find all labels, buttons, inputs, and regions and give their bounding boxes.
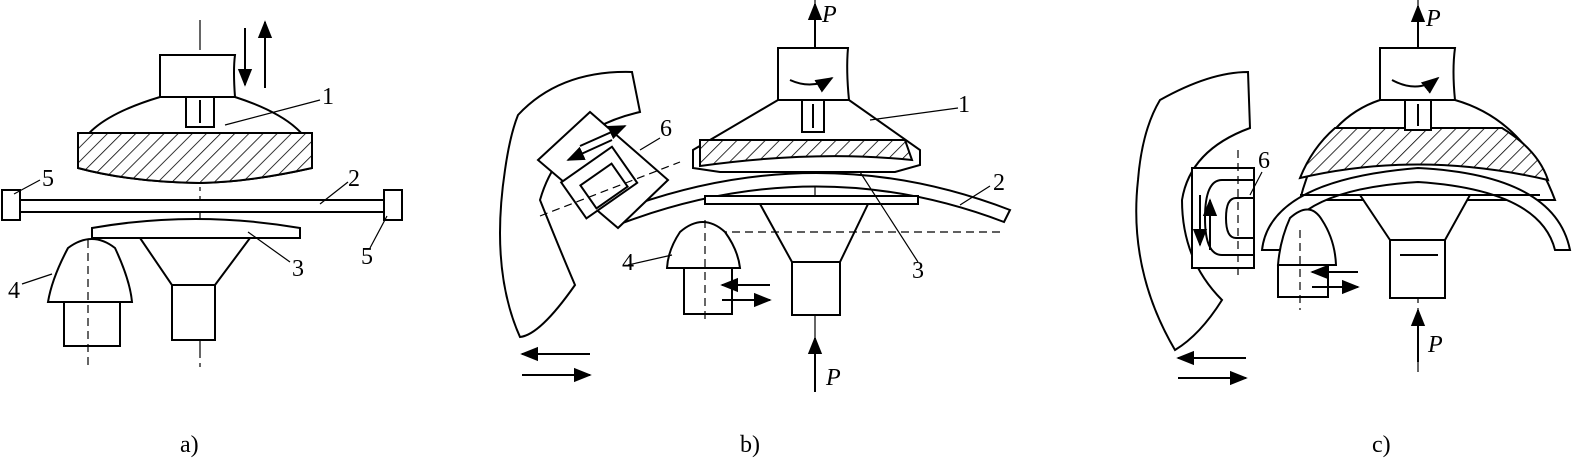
label-5-a-right: 5 bbox=[361, 244, 373, 270]
label-1-b: 1 bbox=[958, 92, 970, 118]
panel-b: P P 1 2 3 4 6 b) bbox=[499, 0, 1012, 458]
caption-a: a) bbox=[180, 432, 199, 458]
caption-c: c) bbox=[1372, 432, 1391, 458]
label-2-a: 2 bbox=[348, 166, 360, 192]
label-6-b: 6 bbox=[660, 116, 672, 142]
force-p-bottom-c: P bbox=[1427, 332, 1443, 358]
label-4-b: 4 bbox=[622, 250, 634, 276]
label-3-b: 3 bbox=[912, 258, 924, 284]
panel-a: 1 2 3 4 5 5 a) bbox=[1, 20, 403, 458]
force-p-top-c: P bbox=[1425, 6, 1441, 32]
panel-c: P P 6 c) bbox=[1135, 0, 1572, 458]
label-3-a: 3 bbox=[292, 256, 304, 282]
label-1-a: 1 bbox=[322, 84, 334, 110]
force-p-top-b: P bbox=[821, 2, 837, 28]
label-2-b: 2 bbox=[993, 170, 1005, 196]
label-4-a: 4 bbox=[8, 278, 20, 304]
label-5-a-left: 5 bbox=[42, 166, 54, 192]
caption-b: b) bbox=[740, 432, 760, 458]
label-6-c: 6 bbox=[1258, 148, 1270, 174]
force-p-bottom-b: P bbox=[825, 365, 841, 391]
